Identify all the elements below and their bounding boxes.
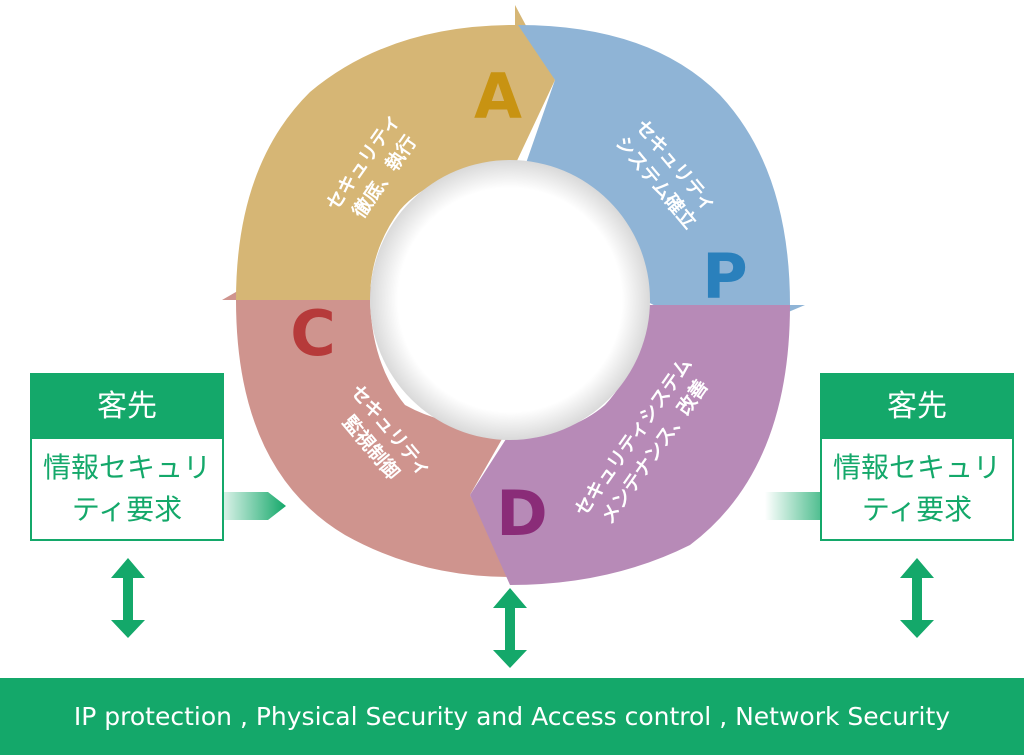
left-fade-arrow-icon (212, 492, 286, 520)
segment-a (236, 5, 555, 300)
letter-a: A (474, 60, 522, 133)
customer-requirement-right-line2: ティ要求 (861, 493, 973, 526)
center-double-arrow-icon (493, 588, 527, 668)
letter-c: C (290, 297, 336, 370)
bottom-security-bar: IP protection , Physical Security and Ac… (0, 678, 1024, 755)
customer-title-left: 客先 (32, 375, 222, 439)
left-double-arrow-icon (111, 558, 145, 638)
customer-requirement-left-line2: ティ要求 (71, 493, 183, 526)
customer-box-left: 客先 情報セキュリ ティ要求 (30, 373, 224, 541)
segment-c (222, 255, 510, 577)
ring-center (370, 160, 650, 440)
customer-title-right: 客先 (822, 375, 1012, 439)
segment-p (518, 25, 805, 340)
customer-requirement-left-line1: 情報セキュリ (42, 451, 211, 484)
letter-d: D (496, 477, 547, 550)
customer-box-right: 客先 情報セキュリ ティ要求 (820, 373, 1014, 541)
customer-requirement-left: 情報セキュリ ティ要求 (32, 439, 222, 531)
customer-requirement-right-line1: 情報セキュリ (832, 451, 1001, 484)
segment-d (470, 305, 790, 585)
customer-requirement-right: 情報セキュリ ティ要求 (822, 439, 1012, 531)
right-double-arrow-icon (900, 558, 934, 638)
letter-p: P (702, 240, 747, 313)
